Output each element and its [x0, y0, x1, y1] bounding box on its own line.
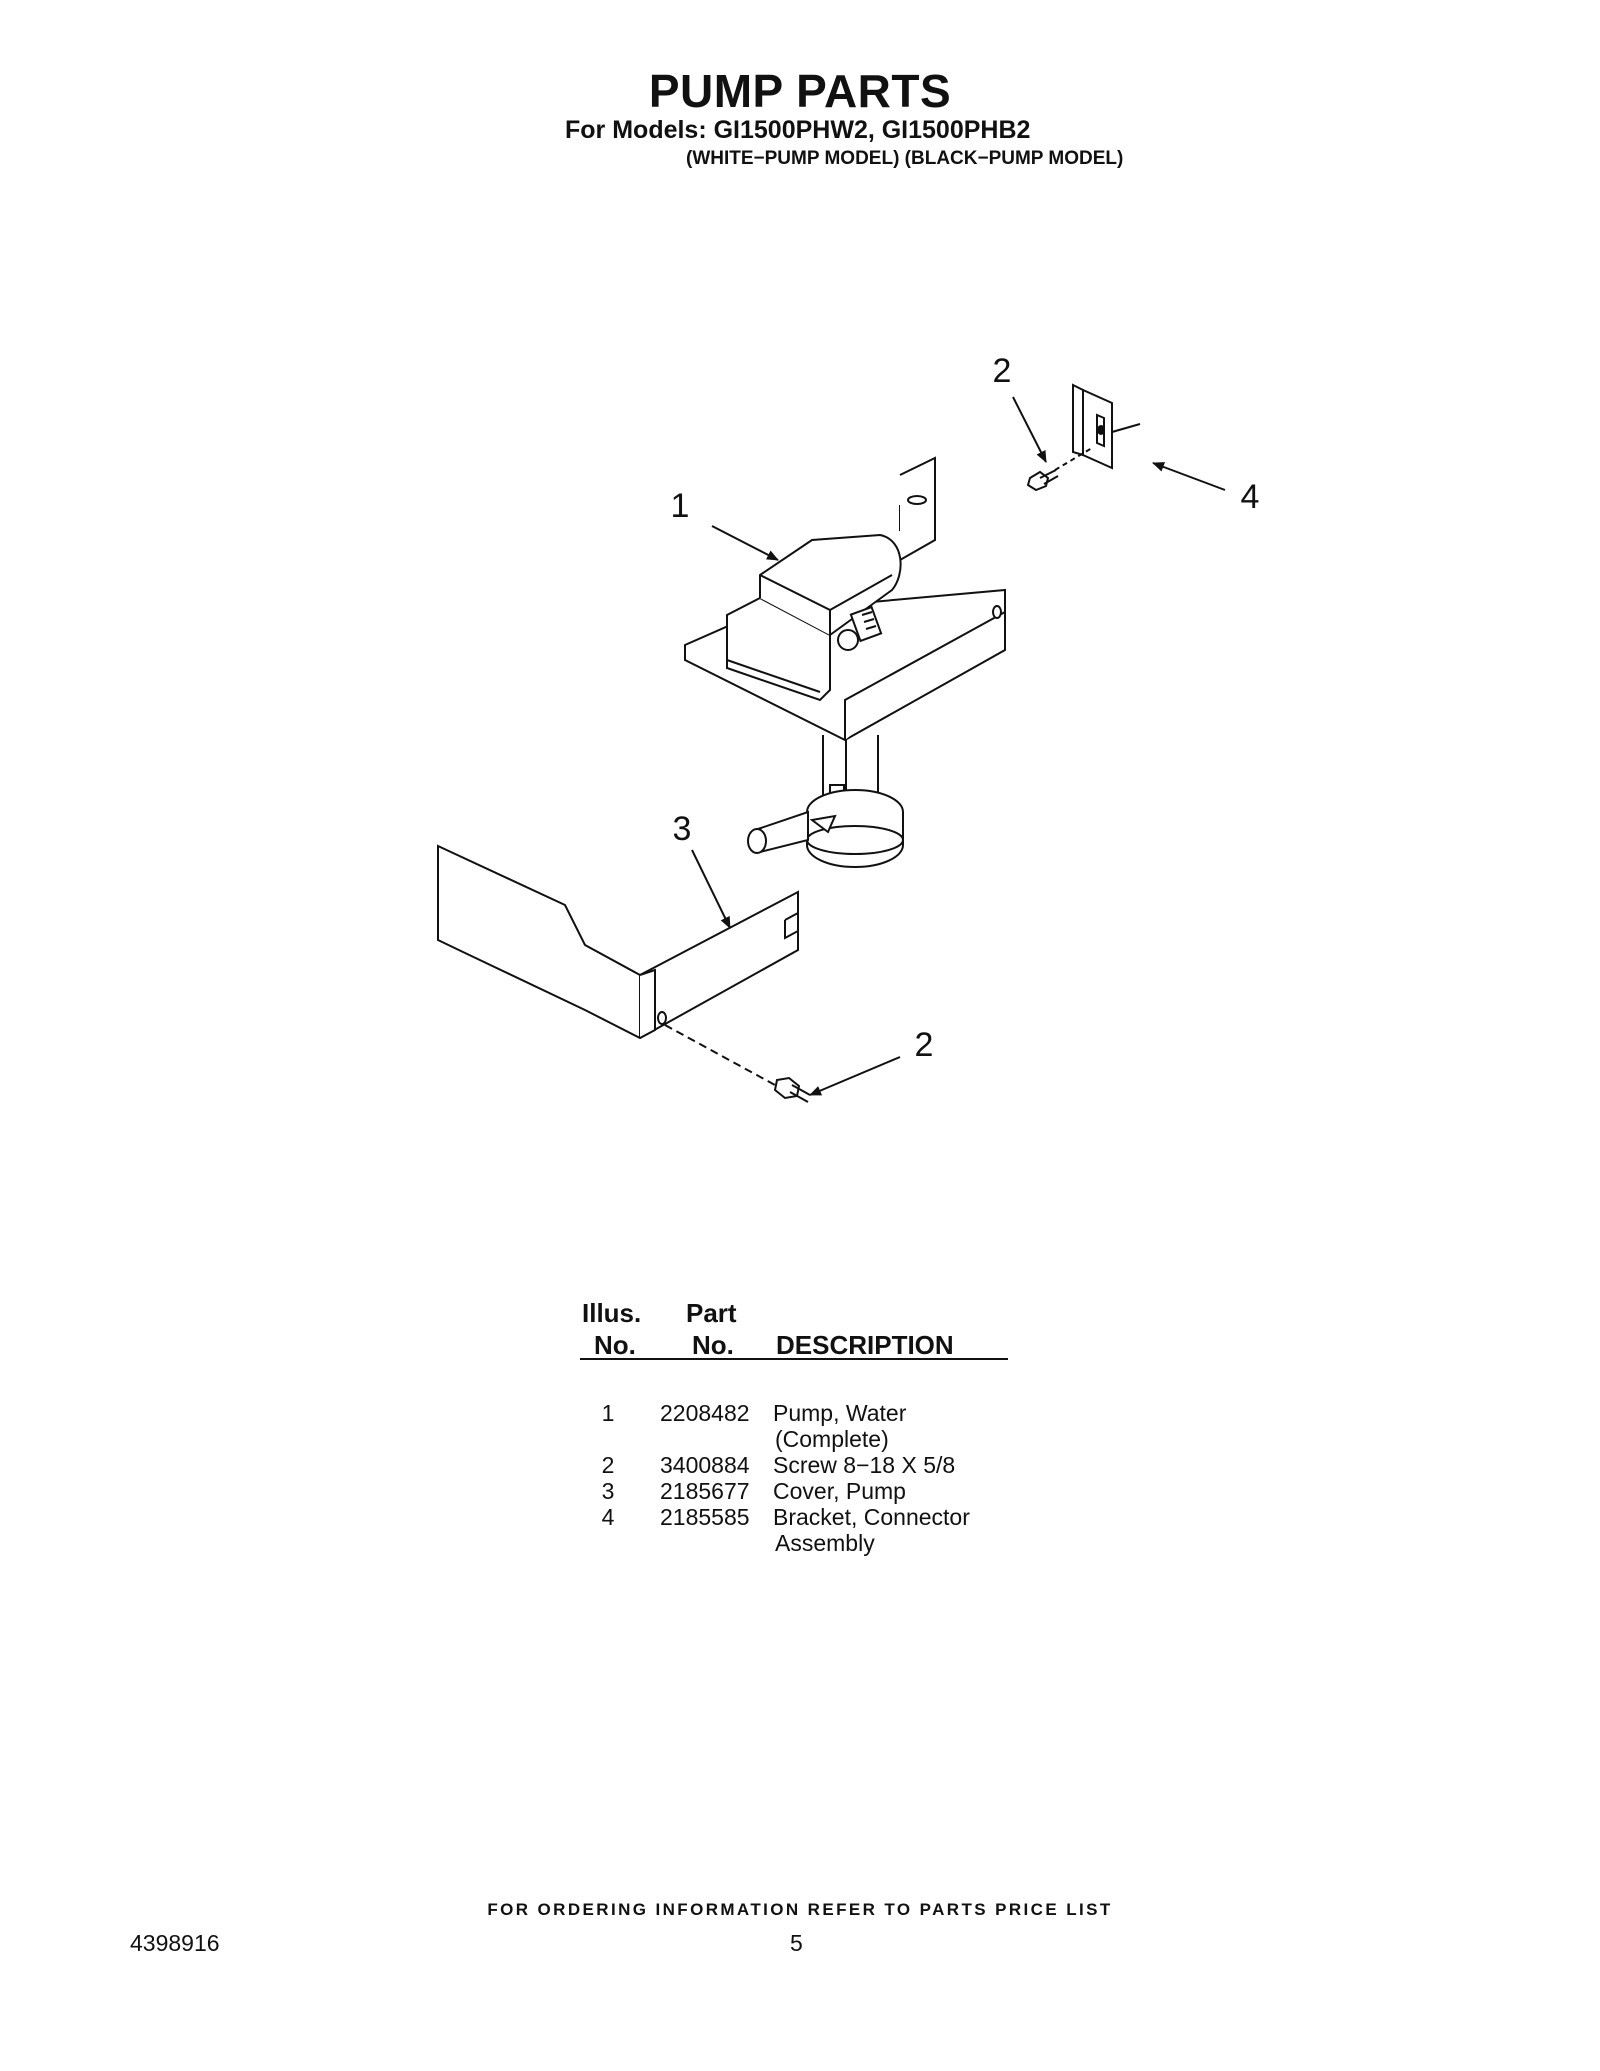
illus-no: 3 — [601, 1478, 615, 1504]
page-title: PUMP PARTS — [648, 65, 952, 117]
part-no: 2185585 — [660, 1504, 750, 1530]
arrow-part-4 — [1152, 462, 1226, 491]
document-number: 4398916 — [130, 1930, 220, 1956]
description: Screw 8−18 X 5/8 — [773, 1452, 956, 1478]
screw-lower-drawing — [773, 1076, 811, 1103]
arrow-part-3 — [691, 849, 731, 929]
water-pump-drawing — [684, 456, 1006, 868]
description-cont: Assembly — [775, 1530, 875, 1556]
arrow-part-2-upper — [1012, 396, 1047, 463]
callout-3: 3 — [673, 810, 692, 848]
description-cont: (Complete) — [775, 1426, 889, 1452]
callout-1: 1 — [671, 487, 690, 525]
part-no: 2185677 — [660, 1478, 750, 1504]
header-description: DESCRIPTION — [776, 1330, 954, 1360]
callout-arrows — [691, 396, 1226, 1096]
header-illus-line2: No. — [594, 1330, 636, 1360]
ordering-note: FOR ORDERING INFORMATION REFER TO PARTS … — [487, 1900, 1113, 1919]
exploded-parts-diagram: 1 2 3 4 2 — [437, 352, 1260, 1103]
illus-no: 1 — [601, 1400, 615, 1426]
page-number: 5 — [790, 1930, 803, 1956]
model-variants: (WHITE−PUMP MODEL) (BLACK−PUMP MODEL) — [686, 148, 1124, 169]
header-rule — [580, 1358, 1008, 1360]
connector-bracket-drawing — [1072, 383, 1141, 470]
part-no: 2208482 — [660, 1400, 750, 1426]
header-illus-line1: Illus. — [582, 1298, 642, 1328]
pump-cover-drawing — [437, 844, 799, 1086]
arrow-part-2-lower — [809, 1056, 901, 1096]
illus-no: 4 — [601, 1504, 615, 1530]
part-no: 3400884 — [660, 1452, 750, 1478]
callout-4: 4 — [1241, 478, 1260, 516]
model-numbers: For Models: GI1500PHW2, GI1500PHB2 — [565, 116, 1031, 144]
callout-2-lower: 2 — [915, 1026, 934, 1064]
header-part-line2: No. — [692, 1330, 734, 1360]
header-part-line1: Part — [686, 1298, 737, 1328]
callout-2-upper: 2 — [993, 352, 1012, 390]
illus-no: 2 — [601, 1452, 615, 1478]
description: Bracket, Connector — [773, 1504, 970, 1530]
arrow-part-1 — [711, 525, 779, 561]
description: Cover, Pump — [773, 1478, 906, 1504]
screw-upper-drawing — [1026, 447, 1093, 492]
description: Pump, Water — [773, 1400, 907, 1426]
